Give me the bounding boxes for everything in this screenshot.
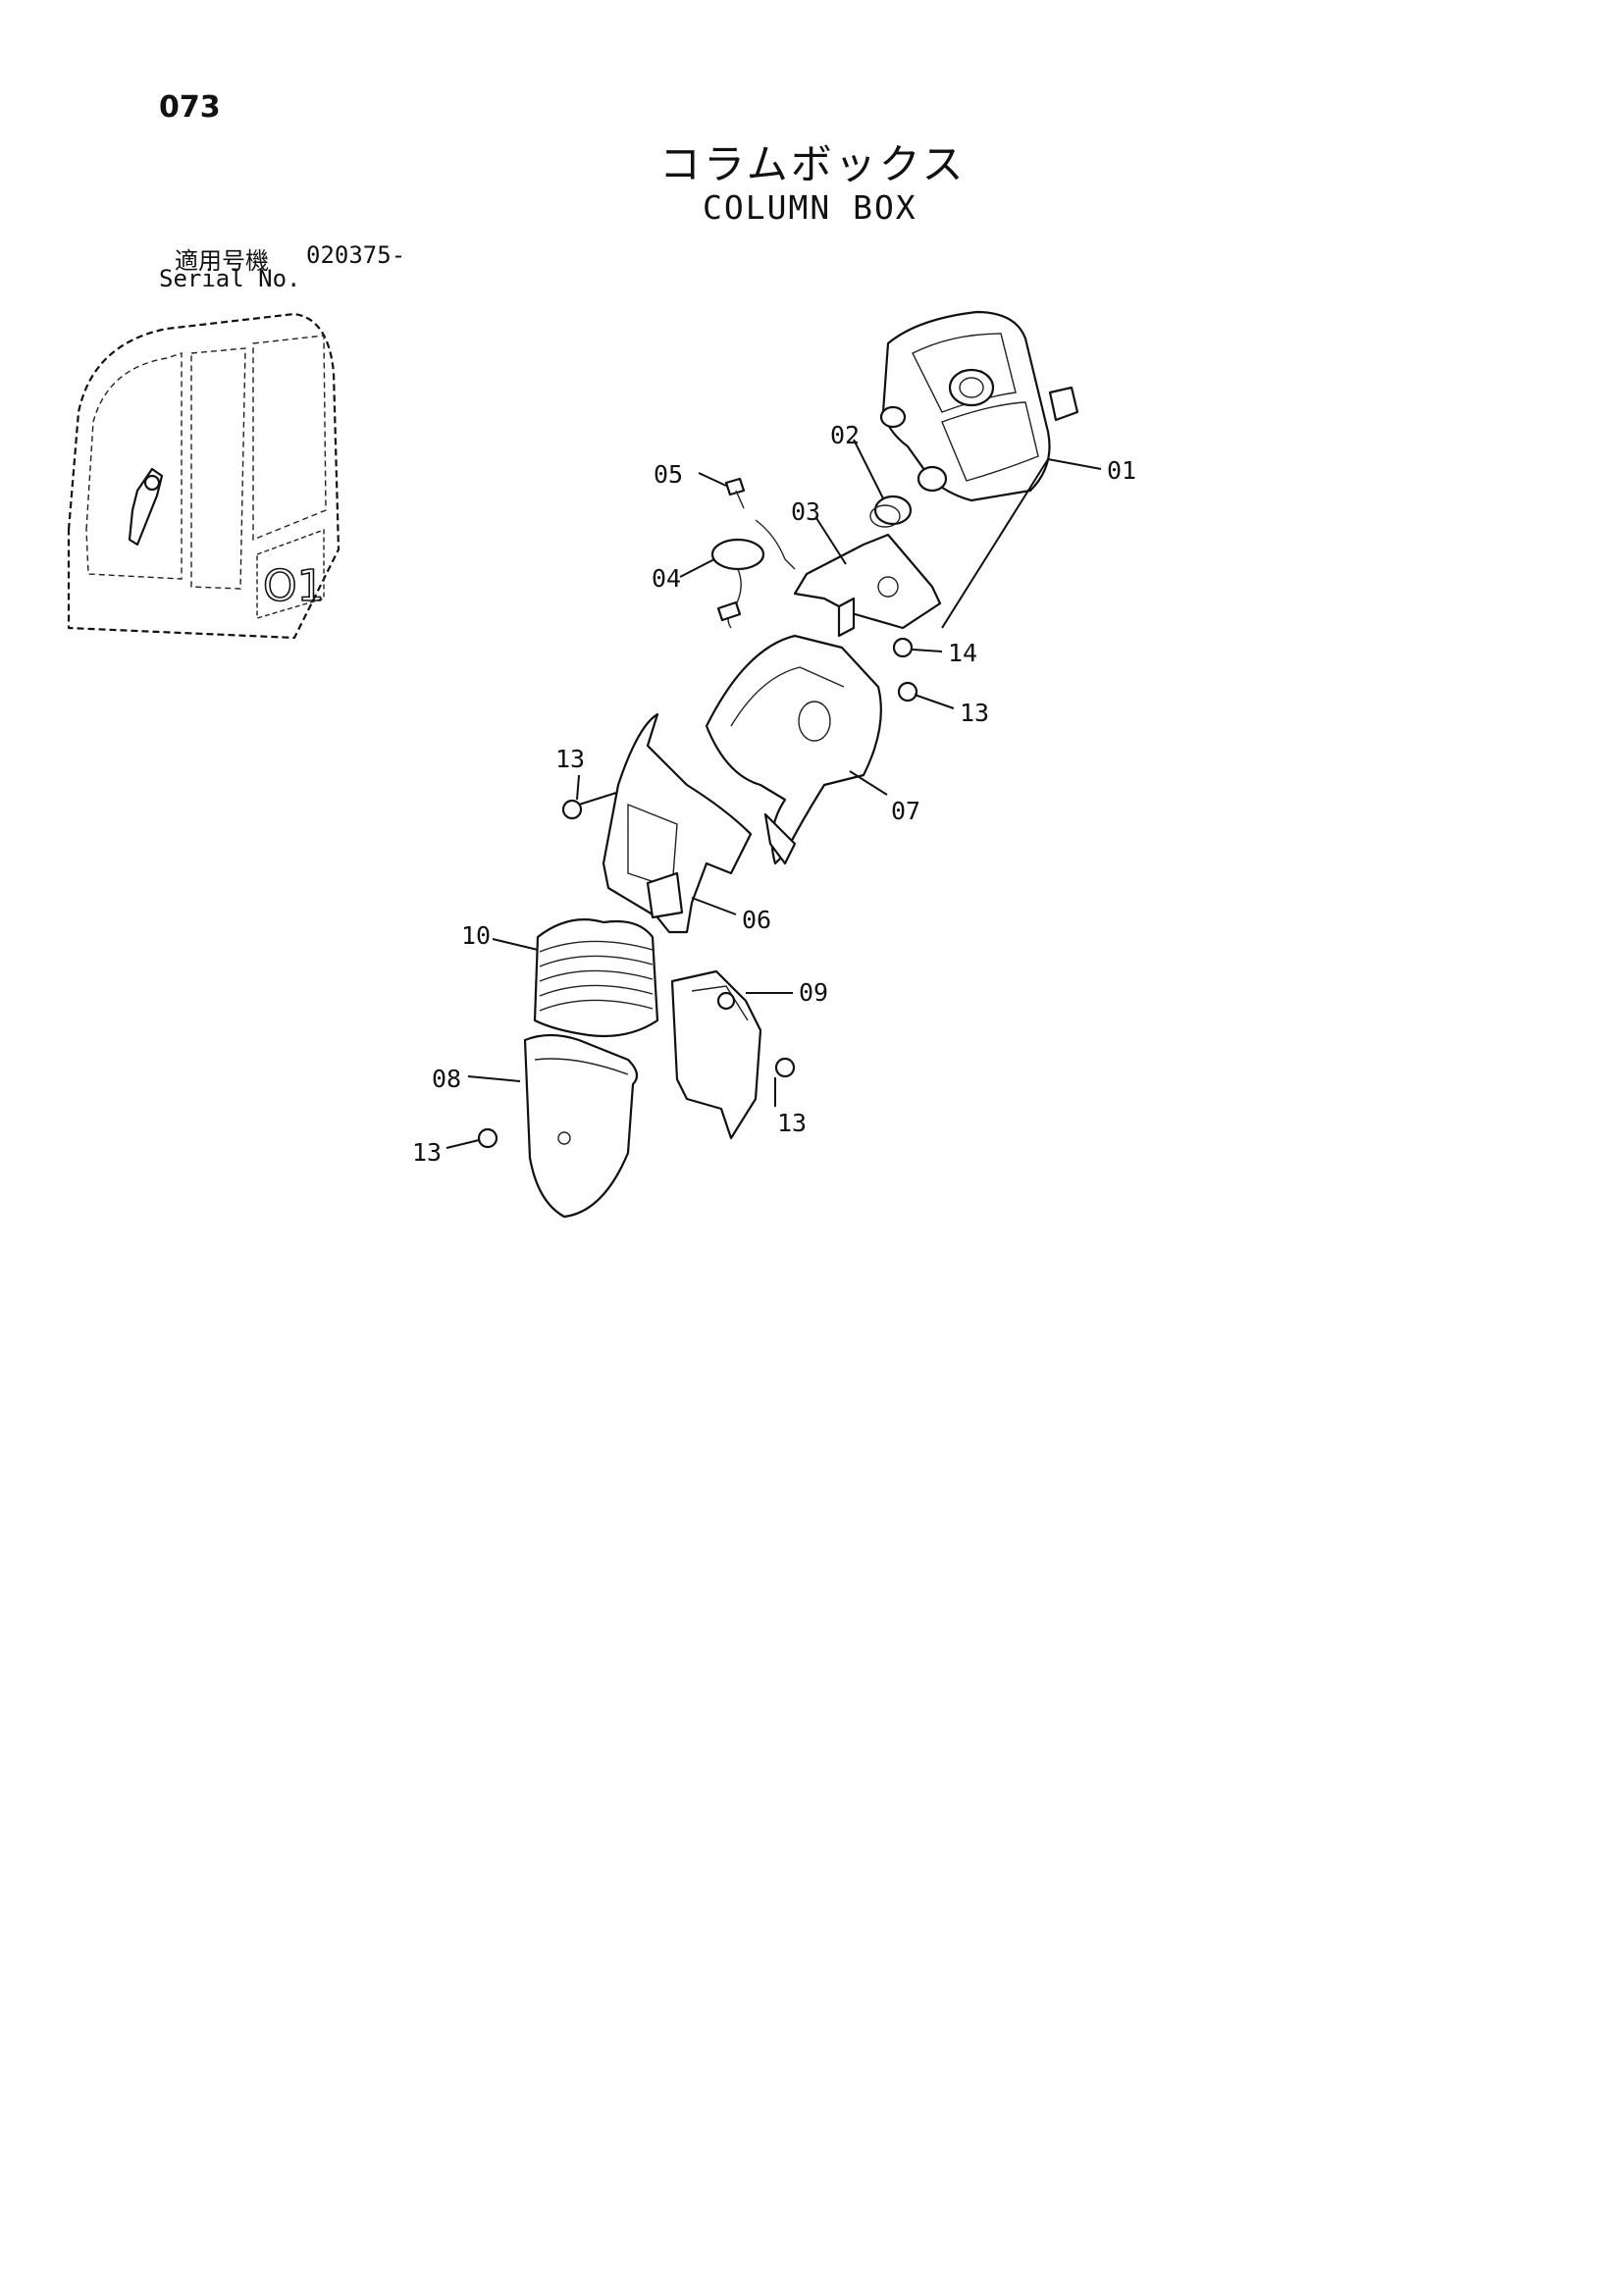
callout-13: 13 (960, 699, 989, 727)
column-cover-09 (670, 969, 762, 1140)
serial-range: 020375- (306, 241, 406, 269)
serial-label-english: Serial No. (159, 265, 301, 292)
callout-10: 10 (461, 921, 491, 950)
column-box-panel-01 (879, 310, 1079, 502)
callout-13: 13 (412, 1138, 442, 1167)
callout-13: 13 (555, 745, 585, 773)
bolt-13 (774, 1057, 796, 1078)
callout-01: 01 (1107, 456, 1136, 485)
screw-05 (724, 477, 746, 509)
callout-13: 13 (777, 1109, 807, 1137)
nut-14 (892, 637, 914, 658)
page-number: 073 (159, 90, 221, 125)
bolt-13 (897, 681, 918, 703)
callout-14: 14 (948, 639, 977, 667)
leader-lines (445, 439, 1102, 1149)
title-english: COLUMN BOX (703, 188, 917, 227)
bracket-03 (793, 533, 942, 638)
column-cover-08 (523, 1033, 639, 1219)
callout-05: 05 (654, 460, 683, 489)
bolt-13-group (477, 681, 918, 1149)
callout-08: 08 (432, 1065, 461, 1093)
callout-04: 04 (652, 564, 681, 593)
grommet-02 (869, 495, 913, 528)
bolt-13 (477, 1127, 498, 1149)
callout-03: 03 (791, 497, 820, 526)
callout-labels: 01 02 03 04 05 06 07 08 09 10 13 13 13 1… (412, 421, 1136, 1167)
title-japanese: コラムボックス (659, 140, 967, 188)
callout-07: 07 (891, 797, 920, 825)
callout-06: 06 (742, 906, 771, 934)
callout-02: 02 (830, 421, 860, 449)
boot-bellows-10 (533, 918, 659, 1038)
column-cover-07 (705, 634, 882, 865)
cab-location-thumbnail: O1 (67, 312, 341, 640)
callout-09: 09 (799, 978, 828, 1007)
serial-label-japanese: 適用号機 (175, 247, 269, 275)
bolt-13 (561, 799, 583, 820)
cab-marker-label: O1 (263, 561, 325, 611)
switch-harness-04 (710, 519, 796, 629)
column-cover-06 (602, 712, 753, 934)
